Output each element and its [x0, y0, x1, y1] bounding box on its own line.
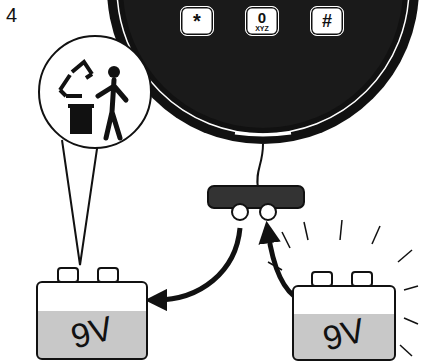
person: [98, 80, 126, 138]
battery-terminal: [98, 268, 118, 282]
keypad-key: *: [180, 6, 214, 36]
keypad-band: [117, 0, 409, 134]
recycle-symbol: [60, 62, 92, 96]
new-battery: 9V: [292, 285, 396, 361]
bin-lid: [68, 104, 94, 108]
keypad-key: 0XYZ: [245, 6, 279, 36]
keypad-key: #: [310, 6, 344, 36]
key-label: #: [322, 12, 332, 30]
clip-snap: [260, 204, 276, 220]
recycle-symbol: [60, 74, 92, 96]
keypad-ring: [107, 0, 419, 144]
bubble-tail: [62, 140, 98, 265]
key-label: 0: [258, 10, 266, 25]
key-label: XYZ: [255, 25, 269, 32]
callout-bubble: [39, 36, 151, 148]
keypad-face: [123, 0, 403, 128]
battery-terminal: [312, 272, 332, 286]
wire: [257, 144, 263, 188]
clip-snap: [232, 204, 248, 220]
battery-terminal: [58, 268, 78, 282]
battery-clip: [208, 186, 304, 208]
voltage-label: 9V: [68, 310, 117, 353]
remove-arrow: [156, 228, 240, 300]
old-battery: 9V: [36, 281, 148, 360]
bin: [70, 108, 92, 134]
person-head: [108, 66, 120, 78]
step-number: 4: [6, 4, 17, 27]
voltage-label: 9V: [320, 312, 369, 355]
key-label: *: [193, 11, 201, 31]
keypad-light: [235, 133, 291, 135]
battery-terminal: [352, 272, 372, 286]
